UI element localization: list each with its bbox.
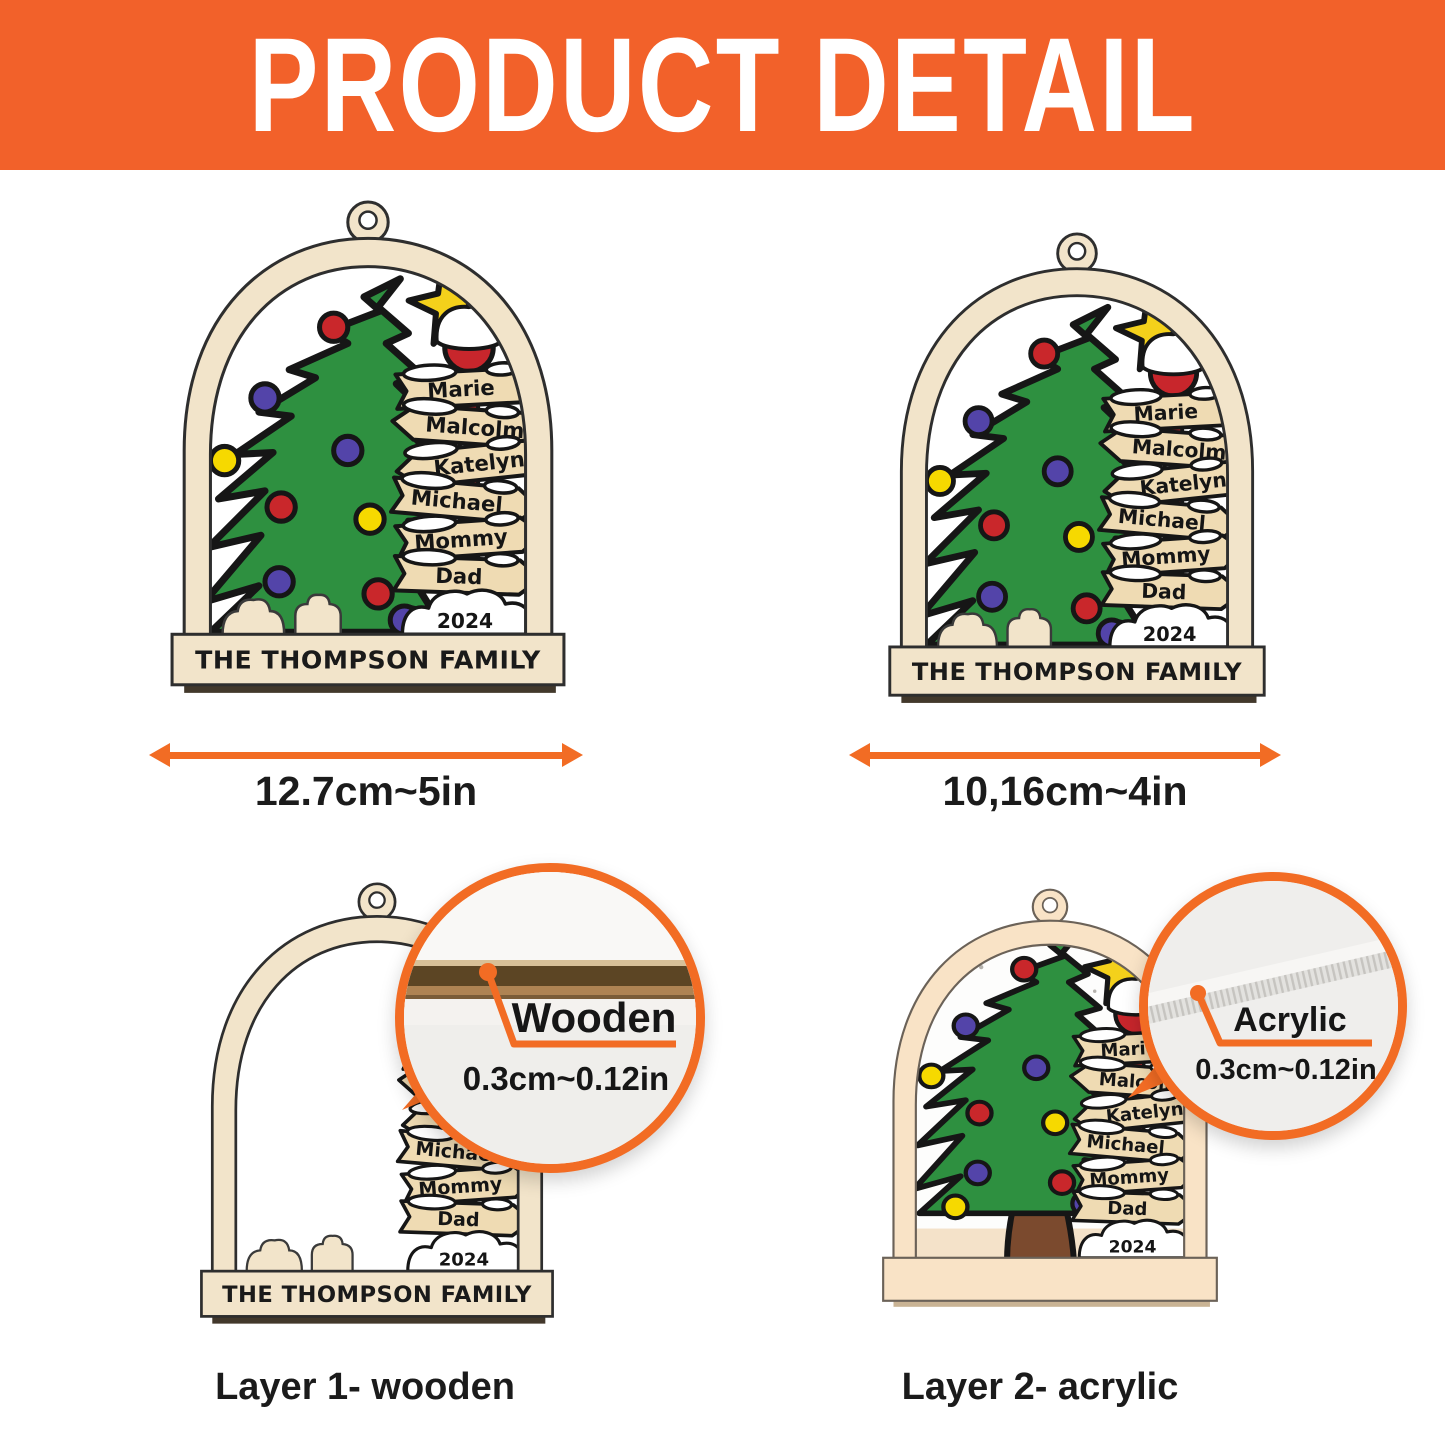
thickness-label-acrylic: 0.3cm~0.12in (1195, 1054, 1376, 1086)
material-label-wooden: Wooden (512, 994, 677, 1041)
year-text: 2024 (437, 609, 493, 633)
size-annotation-4in: 10,16cm~4in (848, 743, 1282, 815)
hanging-loop (357, 882, 397, 922)
width-arrow (849, 743, 1281, 767)
acrylic-detail-magnifier: Acrylic 0.3cm~0.12in (1139, 872, 1407, 1140)
acrylic-cross-section (1148, 921, 1398, 1037)
year-text: 2024 (1143, 623, 1197, 646)
hanging-loop (1056, 232, 1098, 274)
name-sign: Dad (437, 1208, 480, 1231)
family-name-text: THE THOMPSON FAMILY (195, 646, 541, 675)
arch-frame (899, 267, 1255, 653)
name-sign: Dad (1107, 1198, 1148, 1220)
year-snow-mound: 2024 (1108, 603, 1228, 649)
ornament-4in-image: Marie Malcolm Katelyn Michael Mommy Dad … (884, 232, 1270, 734)
layer1-caption: Layer 1- wooden (215, 1366, 515, 1408)
layer2-acrylic-image: Marie Malcolm Katelyn Michael Mommy Dad … (878, 888, 1222, 1335)
size-annotation-5in: 12.7cm~5in (148, 743, 584, 815)
hanging-loop (346, 200, 390, 244)
family-name-text: THE THOMPSON FAMILY (912, 658, 1242, 686)
callout-line (484, 970, 676, 1048)
material-label-acrylic: Acrylic (1233, 1001, 1346, 1039)
name-sign: Dad (1141, 579, 1187, 605)
size-label-5in: 12.7cm~5in (254, 768, 478, 814)
arch-frame (182, 236, 554, 640)
wood-cross-section (404, 960, 696, 1025)
year-snow-mound: 2024 (400, 588, 526, 637)
page-title: PRODUCT DETAIL (248, 10, 1197, 160)
base-plate: THE THOMPSON FAMILY (170, 632, 566, 693)
year-text: 2024 (439, 1250, 489, 1271)
year-text: 2024 (1109, 1238, 1157, 1258)
size-label-4in: 10,16cm~4in (942, 768, 1188, 814)
ornament-5in-image: Marie Malcolm Katelyn Michael Mommy Dad … (166, 200, 570, 725)
signpost: Marie Malcolm Katelyn Michael Mommy Dad … (391, 306, 526, 637)
thickness-label-wooden: 0.3cm~0.12in (463, 1060, 669, 1097)
layer2-caption: Layer 2- acrylic (901, 1366, 1179, 1408)
width-arrow (149, 743, 583, 767)
base-plate (882, 1256, 1218, 1307)
year-snow-mound: 2024 (406, 1230, 519, 1273)
signpost: Marie Malcolm Katelyn Michael Mommy Dad … (1097, 334, 1228, 649)
year-snow-mound: 2024 (1077, 1218, 1185, 1260)
wooden-detail-magnifier: Wooden 0.3cm~0.12in (395, 863, 705, 1173)
base-plate: THE THOMPSON FAMILY (200, 1269, 554, 1324)
base-plate: THE THOMPSON FAMILY (888, 645, 1266, 703)
hanging-loop (1031, 888, 1069, 926)
family-name-text: THE THOMPSON FAMILY (222, 1282, 532, 1308)
banner: PRODUCT DETAIL (0, 0, 1445, 170)
callout-line (1194, 991, 1372, 1047)
name-sign: Dad (435, 563, 483, 590)
